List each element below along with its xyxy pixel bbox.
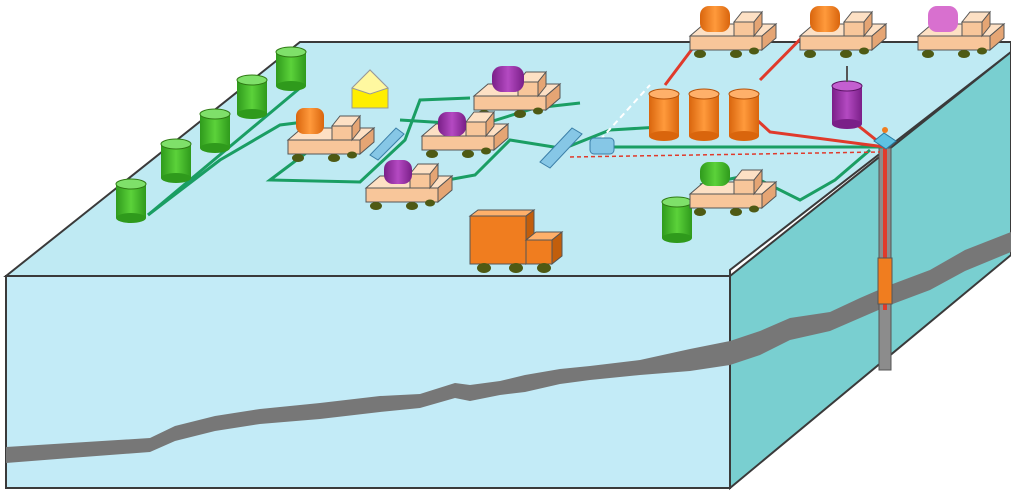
transport-truck — [468, 209, 564, 273]
orange-vessel — [700, 6, 730, 32]
pipeline-valve — [589, 137, 615, 155]
purple-storage-tank — [831, 80, 863, 129]
green-storage-tank — [160, 138, 192, 183]
orange-storage-tank — [648, 88, 680, 141]
rock-layer-side — [730, 232, 1011, 365]
green-vessel — [700, 162, 730, 186]
green-storage-tank — [275, 46, 307, 91]
green-storage-tank — [661, 196, 693, 243]
green-storage-tank — [199, 108, 231, 153]
downhole-pump — [877, 257, 893, 305]
pipeline-valve — [369, 127, 405, 161]
green-storage-tank — [236, 74, 268, 119]
purple-vessel — [492, 66, 524, 92]
orange-vessel — [810, 6, 840, 32]
rock-layer-front — [6, 341, 730, 463]
pink-vessel — [928, 6, 958, 32]
green-storage-tank — [115, 178, 147, 223]
front-face — [5, 275, 731, 489]
yellow-separator — [351, 69, 389, 109]
purple-vessel — [384, 160, 412, 184]
pipeline-valve — [539, 127, 583, 169]
purple-vessel — [438, 112, 466, 136]
wellhead — [873, 127, 897, 150]
orange-storage-tank — [688, 88, 720, 141]
dashed-flowline-upper — [599, 84, 651, 141]
right-face — [729, 50, 1011, 491]
dashed-flowline — [569, 151, 881, 158]
orange-storage-tank — [728, 88, 760, 141]
orange-vessel — [296, 108, 324, 134]
